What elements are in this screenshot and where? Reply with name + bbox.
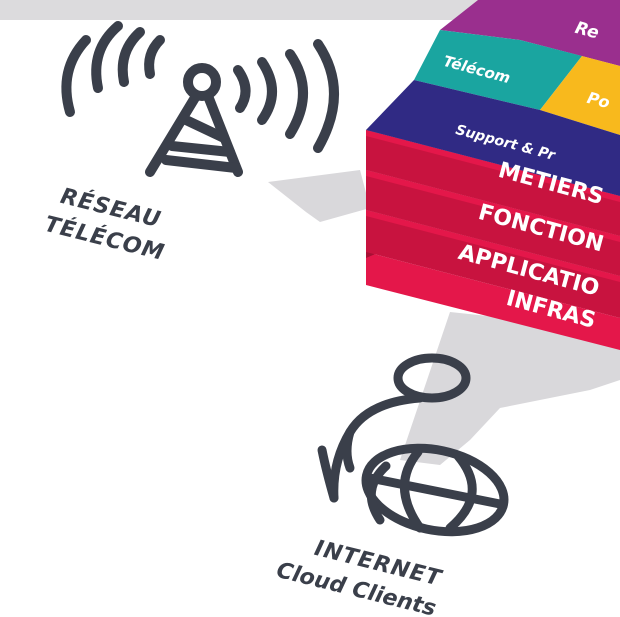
tile-navy <box>366 80 620 196</box>
layer-metiers <box>366 130 620 236</box>
layer-fonction <box>366 170 620 276</box>
shadow-internet-connector <box>400 312 620 465</box>
shadow-telecom-connector <box>268 170 370 222</box>
tile-yellow <box>540 56 620 135</box>
tile-purple <box>440 0 620 66</box>
layer-application <box>366 210 620 318</box>
